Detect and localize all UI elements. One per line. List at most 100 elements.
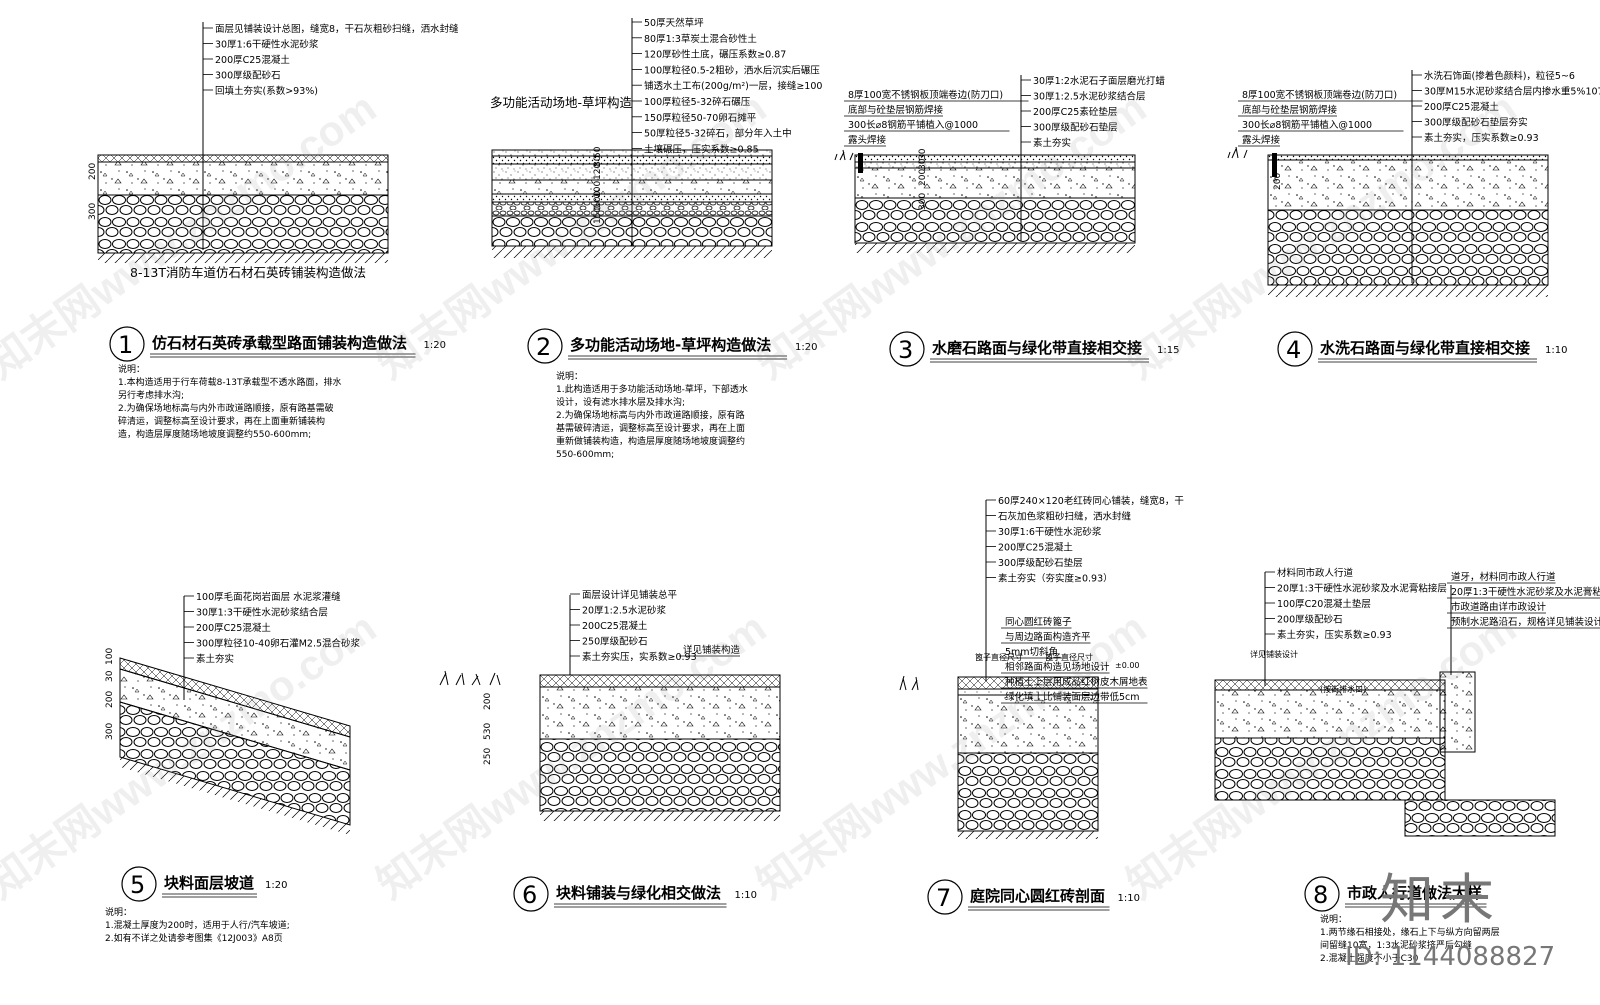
detail-caption-2: 多功能活动场地-草坪构造 (490, 95, 633, 110)
note-2-4: 2.为确保场地标高与内外市政道路顺接，原有路 (556, 409, 745, 421)
detail-6 (539, 595, 781, 821)
note-5-3: 2.如有不详之处请参考图集《12J003》A8页 (105, 932, 283, 944)
detail-number-5: 5 (130, 871, 145, 899)
leader-note-1-2: 30厚1:6干硬性水泥砂浆 (215, 39, 319, 51)
note-1-1: 说明： (118, 363, 145, 375)
leader-note-7-4: 200厚C25混凝土 (998, 542, 1073, 554)
dim-7-2: 篦子直径尺寸 (1045, 652, 1093, 662)
detail-number-circle-5 (121, 866, 157, 902)
leader-note-1-4: 300厚级配砂石 (215, 70, 281, 82)
side-note-4-2: 底部与砼垫层钢筋焊接 (1242, 104, 1338, 116)
detail-number-circle-6 (513, 876, 549, 912)
leader-note-2-3: 120厚砂性土底，碾压系数≥0.87 (644, 49, 786, 61)
leader-note-1-1: 面层见铺装设计总图，缝宽8，干石灰粗砂扫缝，洒水封缝 (215, 23, 459, 35)
dim-5-2: 30 (105, 670, 115, 682)
side-note-7-3: 5mm切斜角 (1005, 646, 1058, 658)
leader-note-4-5: 素土夯实，压实系数≥0.93 (1424, 132, 1539, 144)
detail-3 (854, 75, 1136, 253)
detail-number-3: 3 (898, 336, 913, 364)
leader-note-2-7: 150厚粒径50-70卵石摊平 (644, 112, 757, 124)
leader-note-3-4: 300厚级配砂石垫层 (1033, 122, 1118, 134)
detail-number-circle-8 (1304, 876, 1340, 912)
side-note-4-1: 8厚100宽不锈钢板顶端卷边(防刀口) (1242, 89, 1397, 101)
note-1-4: 2.为确保场地标高与内外市政道路顺接，原有路基需破 (118, 402, 334, 414)
side-note-3-4: 露头焊接 (848, 134, 887, 146)
dim-3-2: 30 (918, 158, 928, 170)
note-8-1: 说明： (1320, 913, 1347, 925)
dim-4-1: 200 (1273, 173, 1283, 190)
detail-scale-4: 1:10 (1545, 345, 1567, 356)
dim-2-3: 120 (593, 163, 603, 180)
dim-7-1: 篦子直径尺寸 (975, 652, 1023, 662)
note-8-2: 1.两节缘石相接处，缘石上下与纵方向留两层 (1320, 926, 1500, 938)
detail-8 (1214, 572, 1556, 837)
detail-scale-6: 1:10 (735, 890, 757, 901)
leader-note-4-3: 200厚C25混凝土 (1424, 101, 1499, 113)
dim-3-4: 300 (918, 193, 928, 210)
dim-3-3: 200 (918, 169, 928, 186)
dim-1-1: 200 (88, 163, 98, 180)
grass-icon (439, 146, 1248, 691)
leader-note-2-2: 80厚1:3草炭土混合砂性土 (644, 33, 757, 45)
detail-5 (119, 596, 351, 835)
dim-2-4: 100 (593, 181, 603, 198)
dim-2-5: 100 (593, 191, 603, 208)
dim-1-2: 300 (88, 203, 98, 220)
leader-note-5-2: 30厚1:3干硬性水泥砂浆结合层 (196, 607, 328, 619)
leader-note-5-4: 300厚粒径10-40卵石灌M2.5混合砂浆 (196, 638, 361, 650)
annotation-layer: 面层见铺装设计总图，缝宽8，干石灰粗砂扫缝，洒水封缝 30厚1:6干硬性水泥砂浆 2… (88, 17, 1600, 964)
detail-title-8: 市政人行道做法大样 (1347, 884, 1482, 902)
leader-note-7-1: 60厚240×120老红砖同心铺装，缝宽8，干 (998, 495, 1184, 507)
detail-7 (957, 500, 1099, 839)
note-1-6: 造，构造层厚度随场地坡度调整约550-600mm; (118, 428, 311, 440)
note-8-3: 间留缝10宽，1:3水泥砂浆挤严后勾缝 (1320, 939, 1472, 951)
dim-3-1: 30 (918, 148, 928, 160)
brand-id: ID: 1144088827 (1345, 942, 1556, 972)
dim-5-1: 100 (105, 648, 115, 665)
note-1-2: 1.本构造适用于行车荷载8-13T承载型不透水路面，排水 (118, 376, 342, 388)
leader-note-8-4: 200厚级配砂石 (1277, 614, 1343, 626)
layer-paving (97, 154, 389, 163)
side-note-7-5: 种植土上层用成品红树皮木屑地表 (1005, 676, 1148, 688)
leader-note-4-2: 30厚M15水泥砂浆结合层内掺水重5%107胶 (1424, 86, 1600, 98)
detail-caption-1: 8-13T消防车道仿石材石英砖铺装构造做法 (130, 265, 366, 280)
leader-note-6-4: 250厚级配砂石 (582, 636, 648, 648)
leader-note-2-1: 50厚天然草坪 (644, 17, 704, 29)
detail-number-circle-2 (527, 328, 563, 364)
detail-4 (1267, 70, 1549, 297)
side-note-4-4: 露头焊接 (1242, 134, 1281, 146)
note-5-2: 1.混凝土厚度为200时，适用于人行/汽车坡道; (105, 919, 290, 931)
layer-soil (98, 253, 388, 263)
dim-2-6: 150 (593, 207, 603, 224)
note-2-2: 1.此构造适用于多功能活动场地-草坪，下部透水 (556, 383, 748, 395)
note-1-5: 碎清运，调整标高至设计要求，再在上面重新铺装构 (118, 415, 325, 427)
detail-number-4: 4 (1286, 336, 1301, 364)
leader-note-7-5: 300厚级配砂石垫层 (998, 557, 1083, 569)
side-note-3-3: 300长⌀8钢筋平铺植入@1000 (848, 119, 978, 131)
leader-note-2-5: 铺透水土工布(200g/m²)一层，接缝≥100 (644, 80, 822, 92)
detail-title-3: 水磨石路面与绿化带直接相交接 (932, 339, 1142, 357)
leader-note-6-2: 20厚1:2.5水泥砂浆 (582, 605, 666, 617)
dim-6-3: 250 (483, 748, 493, 765)
dim-8-2: (按街排水口) (1320, 684, 1366, 694)
leader-note-8-1: 材料同市政人行道 (1277, 567, 1354, 579)
detail-number-circle-7 (927, 879, 963, 915)
detail-title-2: 多功能活动场地-草坪构造做法 (570, 336, 771, 354)
note-1-3: 另行考虑排水沟; (118, 389, 184, 401)
leader-note-5-5: 素土夯实 (196, 653, 234, 665)
side-note-7-2: 与周边路面构造齐平 (1005, 631, 1091, 643)
leader-note-5-3: 200厚C25混凝土 (196, 622, 271, 634)
dim-5-4: 300 (105, 723, 115, 740)
side-note-7-4: 相邻路面构造见场地设计 (1005, 661, 1110, 673)
detail-number-6: 6 (522, 881, 537, 909)
side-note-3-2: 底部与砼垫层钢筋焊接 (848, 104, 944, 116)
detail-scale-5: 1:20 (265, 880, 287, 891)
leader-note-1-3: 200厚C25混凝土 (215, 54, 290, 66)
side-note-6-1: 详见铺装构造 (683, 644, 741, 656)
leader-note-2-6: 100厚粒径5-32碎石碾压 (644, 96, 751, 108)
leader-note-3-1: 30厚1:2水泥石子面层磨光打蜡 (1033, 75, 1165, 87)
detail-title-4: 水洗石路面与绿化带直接相交接 (1320, 339, 1530, 357)
leader-note-4-1: 水洗石饰面(掺着色颜料)，粒径5~6 (1424, 70, 1575, 82)
leader-note-8-5: 素土夯实，压实系数≥0.93 (1277, 629, 1392, 641)
note-2-5: 基需破碎清运，调整标高至设计要求，再在上面 (556, 422, 745, 434)
